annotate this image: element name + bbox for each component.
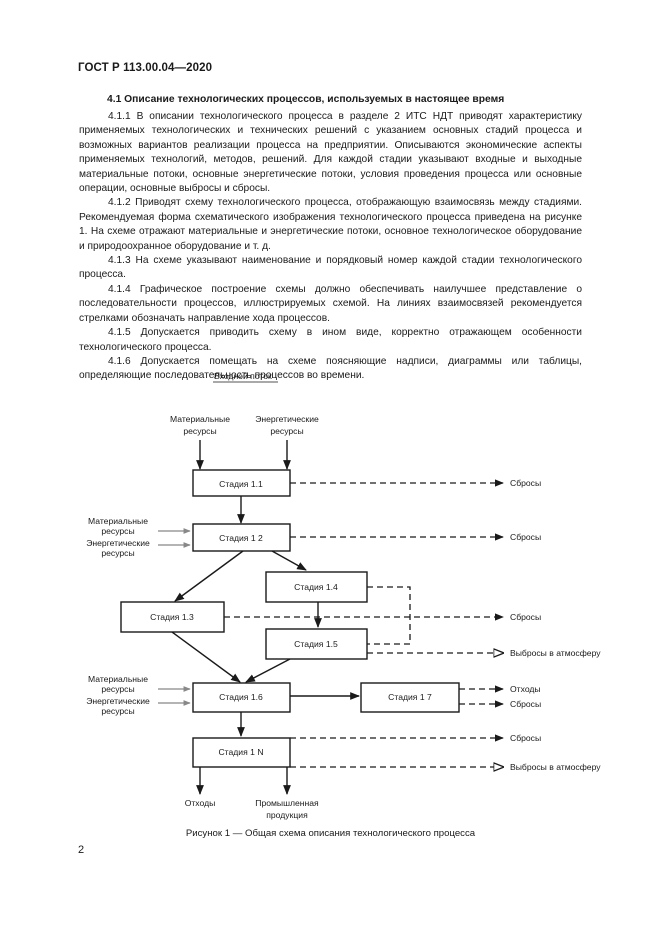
paragraph-4-1-2: 4.1.2 Приводят схему технологического пр… [79,197,582,252]
stage-1-n-label: Стадия 1 N [218,747,263,757]
top-energy-label-2: ресурсы [270,426,303,436]
dashed-bracket-1-4-1-5 [367,586,411,645]
arrow-1-2-to-1-4 [271,550,307,571]
stage-1-2-box [192,523,291,552]
process-diagram: Входной поток Материальные ресурсы Энерг… [86,371,601,820]
paragraph-4-1-5: 4.1.5 Допускается приводить схему в ином… [79,327,582,353]
stage-1-5-label: Стадия 1.5 [294,639,338,649]
paragraph-4-1-1: 4.1.1 В описании технологического процес… [79,111,582,195]
arrow-1-3-to-1-6 [171,631,241,683]
discharge-label-1-2: Сбросы [510,532,541,542]
output-waste-label: Отходы [185,798,216,808]
top-material-label-2: ресурсы [183,426,216,436]
paragraph-4-1-4: 4.1.4 Графическое построение схемы должн… [79,283,582,324]
discharge-label-1-n: Сбросы [510,733,541,743]
stage-1-5-box [265,628,368,660]
emission-label-1-n: Выбросы в атмосферу [510,762,601,772]
stage-1-2-label: Стадия 1 2 [219,533,263,543]
top-material-label-1: Материальные [170,414,230,424]
section-title: 4.1 Описание технологических процессов, … [107,94,505,105]
left-material-1-6-label-1: Материальные [88,674,148,684]
stage-1-4-label: Стадия 1.4 [294,582,338,592]
stage-1-n-box [192,737,291,768]
left-energy-1-2-label-2: ресурсы [101,548,134,558]
left-material-1-2-label-1: Материальные [88,516,148,526]
top-energy-label-1: Энергетические [255,414,319,424]
stage-1-4-box [265,571,368,603]
left-material-1-6-label-2: ресурсы [101,684,134,694]
left-energy-1-6-label-2: ресурсы [101,706,134,716]
page-number: 2 [78,844,85,856]
document-code-header: ГОСТ Р 113.00.04—2020 [78,62,213,74]
discharge-label-1-1: Сбросы [510,478,541,488]
stage-1-1-label: Стадия 1.1 [219,479,263,489]
waste-label-1-7: Отходы [510,684,541,694]
stage-1-6-label: Стадия 1.6 [219,692,263,702]
emission-label-1-5: Выбросы в атмосферу [510,648,601,658]
body-text: 4.1.1 В описании технологического процес… [79,110,582,384]
input-flow-label: Входной поток [214,371,272,381]
paragraph-4-1-3: 4.1.3 На схеме указывают наименование и … [79,255,582,281]
paragraph-4-1-6: 4.1.6 Допускается помещать на схеме пояс… [79,355,582,382]
stage-1-7-label: Стадия 1 7 [388,692,432,702]
discharge-label-1-7: Сбросы [510,699,541,709]
arrow-1-2-to-1-3 [174,550,244,602]
output-products-label-2: продукция [266,810,308,820]
output-products-label-1: Промышленная [255,798,319,808]
discharge-label-1-3: Сбросы [510,612,541,622]
stage-1-6-box [192,682,291,713]
stage-1-1-box [192,469,291,497]
arrow-1-5-to-1-6 [245,658,291,683]
stage-1-7-box [360,682,460,713]
left-material-1-2-label-2: ресурсы [101,526,134,536]
left-energy-1-2-label-1: Энергетические [86,538,150,548]
figure-caption: Рисунок 1 — Общая схема описания техноло… [185,828,476,839]
stage-1-3-label: Стадия 1.3 [150,612,194,622]
left-energy-1-6-label-1: Энергетические [86,696,150,706]
